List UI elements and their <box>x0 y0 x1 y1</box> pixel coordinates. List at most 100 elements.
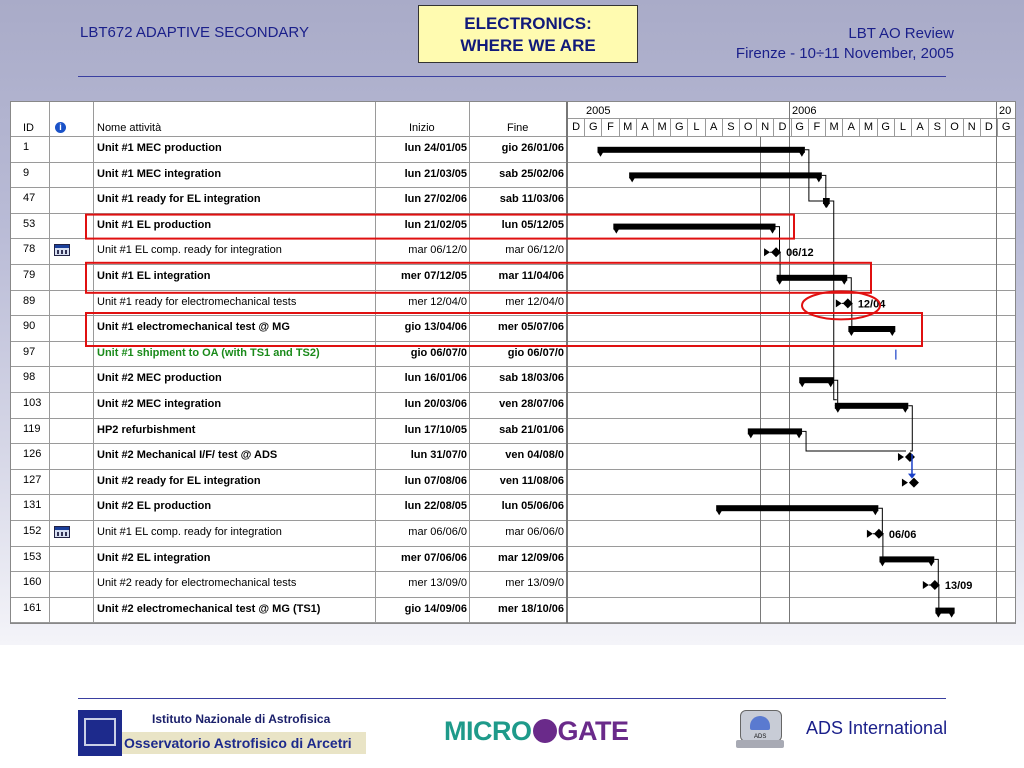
task-end: ven 11/08/06 <box>499 474 564 487</box>
inaf-line1: Istituto Nazionale di Astrofisica <box>152 712 331 726</box>
task-start: lun 27/02/06 <box>404 193 467 206</box>
footer-rule <box>78 698 946 699</box>
bar-end-cap <box>935 612 942 618</box>
month-label: O <box>945 119 962 137</box>
gantt-header-row: ID i Nome attività Inizio Fine 2005 2006… <box>11 102 1015 137</box>
task-name: Unit #1 MEC production <box>97 142 222 154</box>
task-id: 78 <box>23 243 36 256</box>
task-end: gio 06/07/0 <box>507 346 564 359</box>
today-line <box>760 137 761 623</box>
milestone-label: 13/09 <box>945 580 973 592</box>
task-indicator <box>49 239 93 264</box>
task-name: Unit #2 ready for EL integration <box>97 474 261 487</box>
dependency-link <box>833 379 839 407</box>
task-name: Unit #1 electromechanical test @ MG <box>97 321 290 334</box>
task-start: lun 07/08/06 <box>404 474 467 487</box>
task-bar <box>747 428 803 435</box>
task-bar <box>629 172 822 179</box>
month-label: A <box>704 119 722 137</box>
month-label: F <box>807 119 825 137</box>
task-end: ven 28/07/06 <box>499 398 564 410</box>
milestone-label: 06/06 <box>889 529 917 541</box>
dependency-link <box>847 302 853 330</box>
bar-end-cap <box>799 382 806 388</box>
bar-end-cap <box>902 407 909 413</box>
task-start: gio 14/09/06 <box>404 602 467 615</box>
month-label: O <box>739 119 756 137</box>
dependency-link <box>776 251 781 279</box>
task-end: gio 26/01/06 <box>501 142 564 154</box>
milestone-label: 12/04 <box>858 298 886 310</box>
task-id: 131 <box>23 499 42 512</box>
task-start: lun 21/03/05 <box>404 167 467 180</box>
task-id: 160 <box>23 576 42 589</box>
year-label-next: 20 <box>999 105 1012 117</box>
month-label: S <box>928 119 945 137</box>
microgate-right: GATE <box>557 716 630 746</box>
task-id: 161 <box>23 601 42 614</box>
link-arrow <box>835 299 842 308</box>
bar-end-cap <box>613 228 620 234</box>
bar-end-cap <box>879 561 886 567</box>
inaf-logo: Istituto Nazionale di Astrofisica Osserv… <box>78 710 366 756</box>
month-label: M <box>859 119 876 137</box>
task-id: 98 <box>23 371 36 384</box>
task-start: lun 17/10/05 <box>404 423 467 436</box>
month-label: N <box>962 119 980 137</box>
task-end: mer 13/09/0 <box>505 577 564 590</box>
task-start: lun 21/02/05 <box>404 218 467 231</box>
task-bar <box>822 198 830 204</box>
bar-end-cap <box>776 279 783 285</box>
month-label: G <box>876 119 894 137</box>
header-right-line2: Firenze - 10÷11 November, 2005 <box>735 45 954 62</box>
task-bar <box>799 377 834 384</box>
inaf-line2: Osservatorio Astrofisico di Arcetri <box>122 732 366 754</box>
header-rule <box>78 76 946 77</box>
task-id: 79 <box>23 269 36 281</box>
milestone-label: 06/12 <box>786 247 814 259</box>
bar-end-cap <box>597 151 604 157</box>
task-name: Unit #1 EL production <box>97 218 212 231</box>
link-arrow <box>764 248 771 257</box>
task-start: lun 31/07/0 <box>410 449 467 462</box>
dependency-link <box>878 533 884 560</box>
gantt-chart: ID i Nome attività Inizio Fine 2005 2006… <box>10 101 1016 624</box>
task-id: 126 <box>23 448 42 461</box>
task-start: lun 22/08/05 <box>404 500 467 513</box>
task-end: mar 11/04/06 <box>498 270 564 282</box>
gantt-bars-layer: 06/12 12/04 06/06 13/09 <box>85 146 973 618</box>
bar-end-cap <box>928 561 935 567</box>
month-label: S <box>721 119 739 137</box>
task-end: lun 05/06/06 <box>501 500 564 513</box>
microgate-o-icon <box>532 719 557 743</box>
task-id: 53 <box>23 217 36 230</box>
highlight-box-el-production <box>85 213 795 240</box>
month-label: A <box>911 119 928 137</box>
task-start: mer 13/09/0 <box>408 577 467 590</box>
calendar-icon <box>54 244 70 257</box>
task-start: mar 06/12/0 <box>408 244 467 257</box>
link-arrow <box>866 529 873 538</box>
task-start: mer 07/06/06 <box>400 551 467 564</box>
task-id: 153 <box>23 550 42 563</box>
ads-label: ADS International <box>806 718 948 738</box>
task-end: mar 06/12/0 <box>505 244 564 257</box>
